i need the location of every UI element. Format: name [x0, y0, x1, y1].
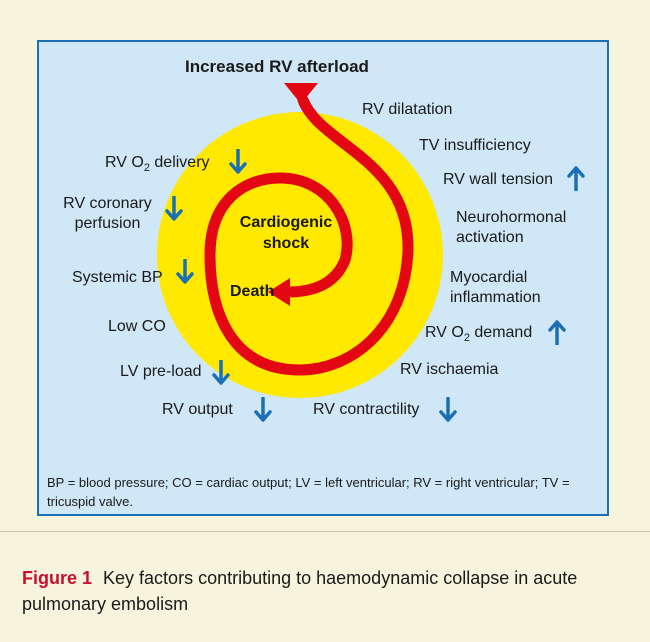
death-label: Death — [230, 283, 275, 300]
myocardial-inflammation-label: Myocardial inflammation — [450, 269, 541, 306]
lv-preload-label: LV pre-load — [120, 363, 202, 380]
caption-text: Key factors contributing to haemodynamic… — [22, 568, 578, 614]
rv-o2-delivery-down-arrow-icon — [229, 149, 247, 174]
caption-label: Figure 1 — [22, 568, 93, 588]
caption-divider — [0, 531, 650, 532]
cardiogenic-shock-label: Cardiogenic shock — [239, 214, 333, 252]
rv-o2-demand-up-arrow-icon — [548, 320, 566, 345]
rv-coronary-perfusion-label: RV coronary perfusion — [63, 195, 152, 232]
low-co-label: Low CO — [108, 318, 166, 335]
top-triangle — [284, 83, 318, 104]
rv-wall-tension-up-arrow-icon — [567, 166, 585, 191]
rv-output-label: RV output — [162, 401, 233, 418]
rv-o2-delivery-label: RV O2 delivery — [105, 154, 210, 175]
rv-output-down-arrow-icon — [254, 397, 272, 422]
rv-wall-tension-label: RV wall tension — [443, 171, 553, 188]
rv-coronary-perfusion-down-arrow-icon — [165, 196, 183, 221]
spiral-path — [204, 94, 414, 376]
systemic-bp-label: Systemic BP — [72, 269, 163, 286]
figure-footnote: BP = blood pressure; CO = cardiac output… — [47, 475, 570, 509]
tv-insufficiency-label: TV insufficiency — [419, 137, 531, 154]
rv-contractility-down-arrow-icon — [439, 397, 457, 422]
rv-ischaemia-label: RV ischaemia — [400, 361, 499, 378]
systemic-bp-down-arrow-icon — [176, 259, 194, 284]
spiral-arrowhead — [268, 278, 290, 306]
neurohormonal-activation-label: Neurohormonal activation — [456, 209, 567, 246]
rv-dilatation-label: RV dilatation — [362, 101, 453, 118]
rv-contractility-label: RV contractility — [313, 401, 420, 418]
top-label: Increased RV afterload — [185, 57, 369, 76]
figure-caption: Figure 1 Key factors contributing to hae… — [22, 565, 632, 617]
lv-preload-down-arrow-icon — [212, 360, 230, 385]
rv-o2-demand-label: RV O2 demand — [425, 324, 533, 345]
